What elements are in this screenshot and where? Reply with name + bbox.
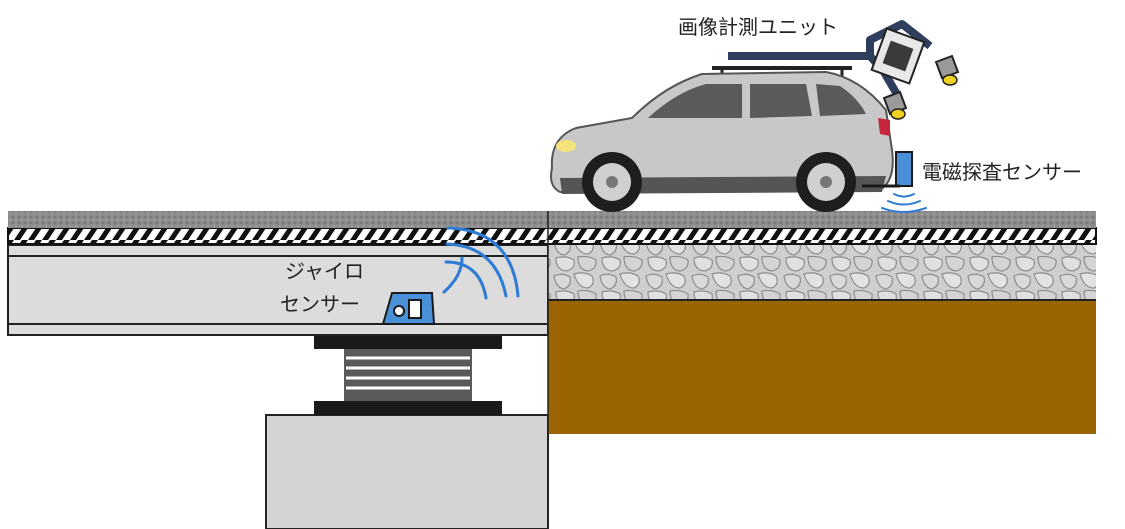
signal-waves [442,226,520,300]
bearing [314,336,502,415]
camera-unit-label: 画像計測ユニット [678,15,838,39]
survey-car [550,66,894,212]
gravel-layer [548,245,1096,301]
em-sensor [862,151,913,188]
waterproof-layer [7,227,1097,245]
camera-unit [728,20,960,120]
soil-layer [548,300,1096,434]
bridge-girder [7,244,549,336]
em-waves [881,193,927,213]
pier [265,414,549,529]
em-sensor-label: 電磁探査センサー [922,160,1082,184]
asphalt-pavement [8,211,1096,228]
gyro-sensor [381,292,436,325]
gyro-label-line1: ジャイロ [285,259,364,283]
gyro-label-line2: センサー [280,292,360,316]
